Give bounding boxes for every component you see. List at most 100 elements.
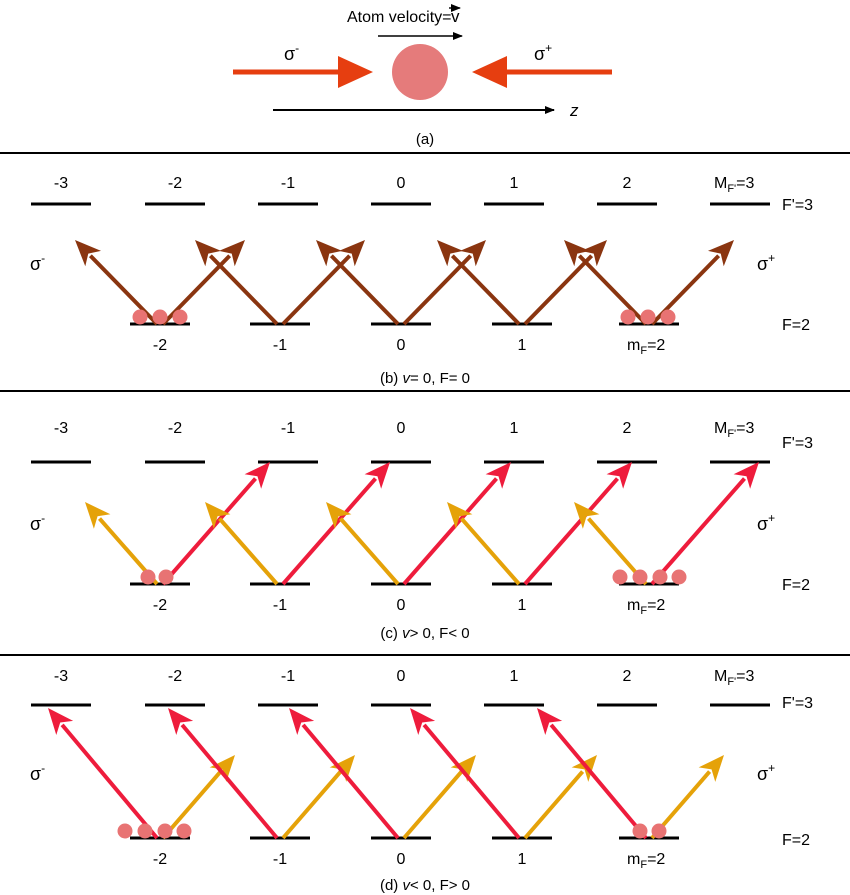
sigma-plus-transition-arrow (402, 462, 511, 586)
lower-level-label: 1 (518, 337, 527, 354)
upper-state-label: F'=3 (782, 435, 813, 452)
upper-level-label: 0 (397, 668, 406, 685)
upper-level-label: 1 (510, 175, 519, 192)
sigma-minus-transition-arrow (48, 708, 159, 840)
sigma-plus-label: σ+ (757, 511, 775, 534)
sigma-minus-transition-arrow (437, 240, 521, 326)
sigma-minus-beam-head (338, 56, 373, 88)
atom-circle (392, 44, 448, 100)
lower-level-label: -1 (273, 851, 287, 868)
atom-population-dot (132, 309, 148, 325)
sigma-plus-transition-arrow (281, 755, 355, 840)
caption-a: (a) (416, 131, 434, 148)
atom-population-dot (158, 569, 174, 585)
atom-population-dot (640, 309, 656, 325)
sigma-plus-label: σ+ (534, 41, 552, 64)
lower-level-label: 1 (518, 851, 527, 868)
atom-population-dot (172, 309, 188, 325)
sigma-plus-transition-arrow (281, 462, 390, 586)
atom-population-dot (632, 823, 648, 839)
sigma-plus-transition-arrow (161, 755, 235, 840)
sigma-minus-transition-arrow (410, 708, 521, 840)
upper-level-label: -2 (168, 175, 182, 192)
atom-population-dot (157, 823, 173, 839)
atom-population-dot (651, 823, 667, 839)
panel-c: -3 -2 -1 0 1 2 MF'=3F'=3 -2 -1 0 1 mF=2 F=2 σ-σ+ (c) v… (0, 390, 850, 642)
upper-level-label: -1 (281, 668, 295, 685)
sigma-plus-transition-arrow (523, 462, 632, 586)
atom-population-dot (137, 823, 153, 839)
sigma-minus-transition-arrow (289, 708, 400, 840)
velocity-label: Atom velocity= (347, 9, 451, 26)
sigma-minus-transition-arrow (195, 240, 279, 326)
sigma-minus-label: σ- (284, 41, 299, 64)
upper-level-label: -2 (168, 420, 182, 437)
sigma-minus-label: σ- (30, 511, 45, 534)
upper-level-label: 1 (510, 668, 519, 685)
panel-d: -3 -2 -1 0 1 2 MF'=3F'=3 -2 -1 0 1 mF=2 F=2 σ-σ+ (d) v… (0, 654, 850, 894)
lower-state-label: F=2 (782, 577, 810, 594)
atom-population-dot (176, 823, 192, 839)
atom-population-dot (660, 309, 676, 325)
upper-level-label: -3 (54, 175, 68, 192)
sigma-plus-transition-arrow (523, 755, 597, 840)
sigma-plus-transition-arrow (161, 462, 270, 586)
sigma-minus-label: σ- (30, 761, 45, 784)
caption-d: (d) v< 0, F> 0 (380, 877, 470, 894)
sigma-plus-label: σ+ (757, 251, 775, 274)
sigma-plus-transition-arrow (650, 462, 759, 586)
panel-a: Atom velocity= v σ- σ+ z (a) (233, 4, 612, 148)
lower-level-label: -1 (273, 337, 287, 354)
upper-state-label: F'=3 (782, 197, 813, 214)
lower-state-label: F=2 (782, 832, 810, 849)
upper-state-label: F'=3 (782, 695, 813, 712)
upper-level-label: -1 (281, 420, 295, 437)
upper-level-label: 0 (397, 420, 406, 437)
atom-population-dot (671, 569, 687, 585)
sigma-minus-transition-arrow (564, 240, 648, 326)
caption-c: (c) v> 0, F< 0 (380, 625, 469, 642)
upper-level-label: -1 (281, 175, 295, 192)
upper-level-label: 2 (623, 668, 632, 685)
lower-level-label: -1 (273, 597, 287, 614)
sigma-minus-transition-arrow (205, 502, 279, 586)
atom-population-dot (652, 569, 668, 585)
atom-population-dot (140, 569, 156, 585)
atom-population-dot (612, 569, 628, 585)
lower-level-label-last: mF=2 (627, 597, 665, 617)
upper-level-label-last: MF'=3 (714, 175, 755, 195)
sigma-plus-transition-arrow (281, 240, 365, 326)
upper-level-label: 1 (510, 420, 519, 437)
lower-level-label: 0 (397, 597, 406, 614)
lower-level-label: -2 (153, 337, 167, 354)
sigma-plus-label: σ+ (757, 761, 775, 784)
sigma-plus-transition-arrow (523, 240, 607, 326)
sigma-plus-transition-arrow (402, 240, 486, 326)
caption-b: (b) v= 0, F= 0 (380, 370, 470, 387)
sigma-minus-label: σ- (30, 251, 45, 274)
lower-level-label-last: mF=2 (627, 851, 665, 871)
lower-level-label: 0 (397, 337, 406, 354)
sigma-plus-transition-arrow (402, 755, 476, 840)
upper-level-label: -2 (168, 668, 182, 685)
upper-level-label: -3 (54, 668, 68, 685)
upper-level-label: 2 (623, 175, 632, 192)
lower-level-label: 0 (397, 851, 406, 868)
atom-population-dot (632, 569, 648, 585)
sigma-minus-transition-arrow (326, 502, 400, 586)
atom-population-dot (152, 309, 168, 325)
sigma-minus-transition-arrow (168, 708, 279, 840)
upper-level-label: -3 (54, 420, 68, 437)
lower-level-label: -2 (153, 597, 167, 614)
lower-level-label: -2 (153, 851, 167, 868)
atom-population-dot (117, 823, 133, 839)
z-axis-label: z (569, 101, 579, 120)
lower-level-label: 1 (518, 597, 527, 614)
upper-level-label-last: MF'=3 (714, 668, 755, 688)
upper-level-label: 2 (623, 420, 632, 437)
sigma-minus-transition-arrow (537, 708, 648, 840)
upper-level-label-last: MF'=3 (714, 420, 755, 440)
